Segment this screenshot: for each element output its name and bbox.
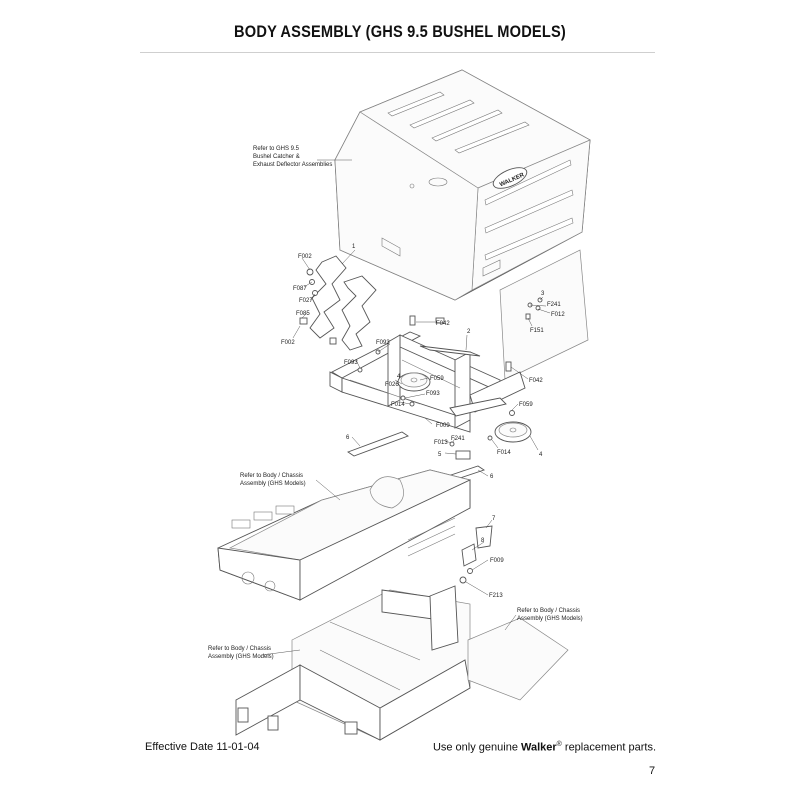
latch-8: [461, 543, 477, 567]
bushel-catcher-hood: WALKER: [334, 69, 591, 301]
callout-ref-body-chassis-3: Refer to Body / Chassis Assembly (GHS Mo…: [208, 646, 274, 660]
clip-f085: [299, 317, 308, 325]
label-p3: 3: [541, 291, 545, 297]
label-f087: F087: [293, 286, 307, 292]
label-f012: F012: [551, 312, 565, 318]
bolt-f151: [525, 313, 531, 320]
svg-text:Refer to Body / Chassis: Refer to Body / Chassis: [517, 608, 580, 614]
bracket-5: [455, 450, 471, 460]
label-f014b: F014: [497, 450, 511, 456]
bolt-f042-top: [409, 315, 416, 326]
label-f059b: F059: [519, 402, 533, 408]
callout-ref-body-chassis-1: Refer to Body / Chassis Assembly (GHS Mo…: [240, 473, 306, 487]
label-p6b: 6: [490, 474, 494, 480]
label-p5: 5: [438, 452, 442, 458]
roller-left: [397, 372, 431, 392]
label-f093c: F093: [426, 391, 440, 397]
label-f241a: F241: [451, 436, 465, 442]
label-p7: 7: [492, 516, 496, 522]
label-p2: 2: [467, 329, 471, 335]
callout-ref-body-chassis-2: Refer to Body / Chassis Assembly (GHS Mo…: [517, 608, 583, 622]
label-f213: F213: [489, 593, 503, 599]
label-p4b: 4: [539, 452, 543, 458]
roller-right: [494, 421, 532, 443]
rear-shield: [499, 249, 589, 381]
bolt-f042-right: [505, 361, 512, 372]
leader-lines: [261, 159, 551, 656]
label-f014a: F014: [391, 402, 405, 408]
label-p8: 8: [481, 538, 485, 544]
svg-text:Assembly (GHS Models): Assembly (GHS Models): [517, 616, 583, 622]
label-f013: F013: [434, 440, 448, 446]
clip-strap: [329, 337, 337, 345]
label-f009a: F009: [436, 423, 450, 429]
svg-text:Refer to GHS 9.5: Refer to GHS 9.5: [253, 146, 300, 152]
label-f042b: F042: [529, 378, 543, 384]
mounting-strap-right: [341, 275, 377, 351]
label-f093b: F093: [344, 360, 358, 366]
label-f002a: F002: [298, 254, 312, 260]
washer-f241: [449, 441, 455, 447]
part-labels: 1 2 3 4 4 5 6 6 7 8 F002 F087 F027 F085 …: [281, 244, 565, 599]
page-number: 7: [649, 765, 656, 777]
svg-text:Assembly (GHS Models): Assembly (GHS Models): [240, 481, 306, 487]
label-f059a: F059: [430, 376, 444, 382]
svg-text:Bushel Catcher &: Bushel Catcher &: [253, 154, 300, 160]
spacer-f213: [459, 576, 467, 584]
title-rule: [140, 52, 655, 53]
label-f241b: F241: [547, 302, 561, 308]
deflector-7: [475, 525, 493, 549]
label-f009b: F009: [490, 558, 504, 564]
nut-f012: [535, 305, 541, 311]
nut-f014-right: [487, 435, 493, 441]
effective-date: Effective Date 11-01-04: [145, 741, 260, 753]
genuine-parts-notice: Use only genuine Walker® replacement par…: [432, 741, 656, 754]
washer-f002: [306, 268, 314, 276]
catcher-frame: [329, 331, 526, 433]
svg-text:Refer to Body / Chassis: Refer to Body / Chassis: [240, 473, 303, 479]
bolt-f027: [312, 290, 318, 296]
label-p6a: 6: [346, 435, 350, 441]
label-f151: F151: [530, 328, 544, 334]
svg-text:Assembly (GHS Models): Assembly (GHS Models): [208, 654, 274, 660]
chassis: [235, 585, 471, 741]
washer-f009: [467, 568, 473, 574]
svg-text:Refer to Body / Chassis: Refer to Body / Chassis: [208, 646, 271, 652]
label-f042a: F042: [436, 321, 450, 327]
label-f026: F026: [385, 382, 399, 388]
nut-f014: [409, 401, 415, 407]
label-f085: F085: [296, 311, 310, 317]
wear-strip-left: [347, 431, 409, 457]
washer-f059: [509, 410, 515, 416]
body-deck: [217, 469, 472, 601]
label-p4a: 4: [397, 374, 401, 380]
chute-right: [467, 617, 569, 701]
clip-top: [435, 317, 445, 324]
label-p1: 1: [352, 244, 356, 250]
label-f002b: F002: [281, 340, 295, 346]
label-f093a: F093: [376, 340, 390, 346]
label-f027: F027: [299, 298, 313, 304]
bolt-f093-2: [357, 367, 363, 373]
page-title: BODY ASSEMBLY (GHS 9.5 BUSHEL MODELS): [234, 22, 566, 41]
mounting-strap-left: [309, 255, 347, 339]
bolt-f093-3: [400, 395, 406, 401]
callout-ref-catcher: Refer to GHS 9.5 Bushel Catcher & Exhaus…: [253, 146, 332, 168]
svg-text:Exhaust Deflector Assemblies: Exhaust Deflector Assemblies: [253, 162, 332, 168]
